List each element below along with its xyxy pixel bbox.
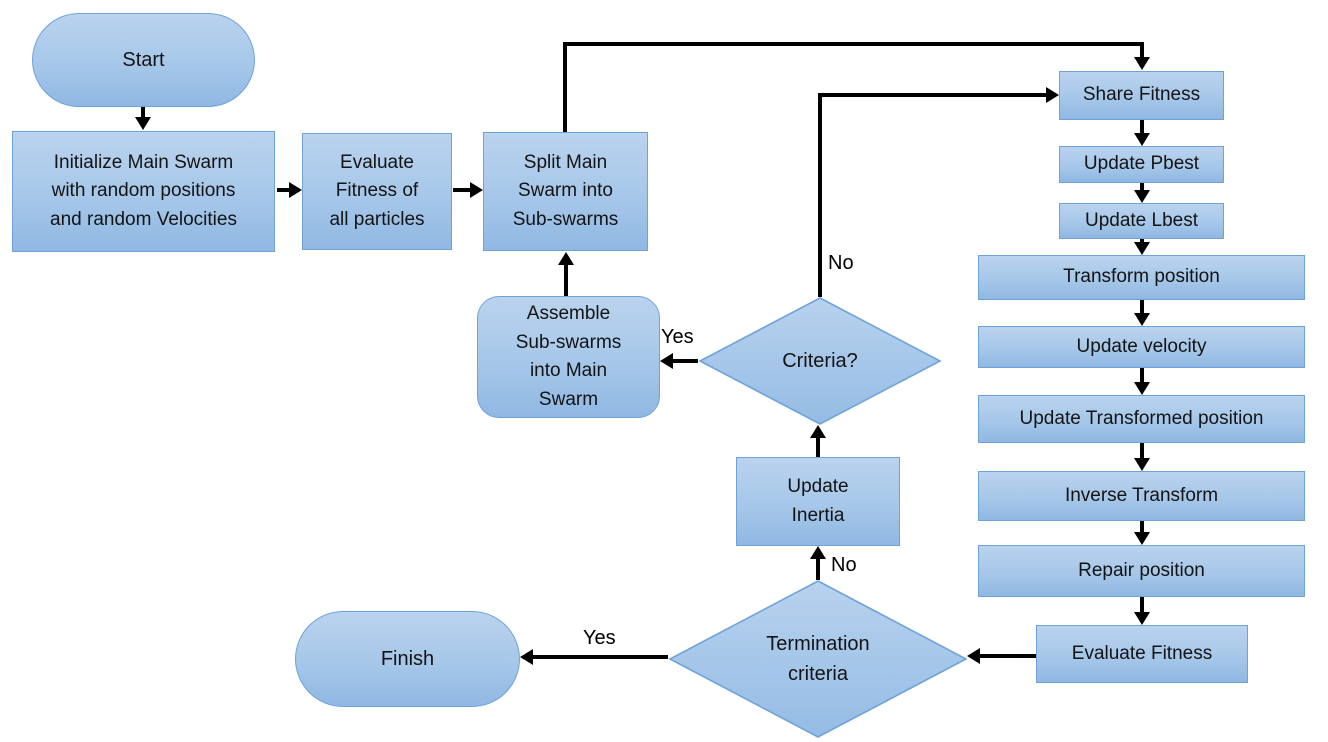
node-label: Initialize Main Swarm with random positi…: [50, 151, 237, 230]
arrowhead-icon: [1134, 242, 1150, 255]
connector-share-pbest: [1140, 120, 1144, 134]
arrowhead-icon: [470, 182, 483, 198]
connector-split-share-horiz: [563, 42, 1144, 46]
node-evaluate-fitness-all-particles: Evaluate Fitness of all particles: [302, 133, 452, 250]
arrowhead-icon: [1134, 57, 1150, 70]
arrowhead-icon: [1134, 532, 1150, 545]
connector-transform-velocity: [1140, 300, 1144, 313]
node-label: Evaluate Fitness: [1071, 642, 1213, 664]
node-update-pbest: Update Pbest: [1059, 146, 1224, 183]
node-update-transformed-position: Update Transformed position: [978, 395, 1305, 443]
connector-initialize-evaluate: [277, 188, 291, 192]
arrowhead-icon: [289, 182, 302, 198]
node-start: Start: [32, 13, 255, 107]
connector-repair-evalfit: [1140, 597, 1144, 612]
arrowhead-icon: [1134, 612, 1150, 625]
arrowhead-icon: [810, 546, 826, 559]
connector-criteria-no-horiz: [818, 93, 1046, 97]
node-update-inertia: Update Inertia: [736, 457, 900, 546]
node-label: Update Inertia: [787, 476, 849, 526]
connector-split-share-vert1: [563, 42, 567, 132]
node-label: Update Pbest: [1083, 153, 1200, 175]
diamond-shape: [668, 580, 968, 738]
edge-label-no: No: [828, 252, 854, 274]
arrowhead-icon: [558, 252, 574, 265]
node-label: Termination criteria: [766, 633, 870, 685]
node-criteria-decision: Criteria?: [698, 297, 942, 425]
node-label: Assemble Sub-swarms into Main Swarm: [515, 303, 622, 410]
connector-criteria-yes: [673, 359, 698, 363]
arrowhead-icon: [1134, 190, 1150, 203]
connector-evalfit-termination: [980, 654, 1036, 658]
node-update-lbest: Update Lbest: [1059, 203, 1224, 239]
node-inverse-transform: Inverse Transform: [978, 471, 1305, 521]
connector-pbest-lbest: [1140, 183, 1144, 191]
edge-label-no: No: [831, 554, 857, 576]
node-repair-position: Repair position: [978, 545, 1305, 597]
connector-inverse-repair: [1140, 521, 1144, 532]
connector-velocity-utp: [1140, 368, 1144, 382]
node-label: Update Lbest: [1084, 209, 1199, 231]
connector-split-share-vert2: [1140, 42, 1144, 58]
node-label: Evaluate Fitness of all particles: [329, 151, 425, 230]
node-label: Finish: [380, 648, 435, 670]
arrowhead-icon: [967, 648, 980, 664]
node-finish: Finish: [295, 611, 520, 707]
arrowhead-icon: [660, 353, 673, 369]
node-split-main-swarm: Split Main Swarm into Sub-swarms: [483, 132, 648, 251]
connector-start-initialize: [141, 107, 145, 119]
node-label: Inverse Transform: [1064, 484, 1219, 506]
arrowhead-icon: [1134, 313, 1150, 326]
node-label: Update Transformed position: [1019, 407, 1264, 429]
arrowhead-icon: [1134, 382, 1150, 395]
arrowhead-icon: [1046, 87, 1059, 103]
node-label: Start: [122, 49, 165, 71]
diamond-shape: [698, 297, 942, 425]
node-label: Criteria?: [782, 350, 858, 372]
node-update-velocity: Update velocity: [978, 326, 1305, 368]
connector-termination-yes: [533, 655, 668, 659]
node-initialize-main-swarm: Initialize Main Swarm with random positi…: [12, 131, 275, 252]
arrowhead-icon: [520, 649, 533, 665]
connector-assemble-split: [564, 265, 568, 296]
node-termination-decision: Termination criteria: [668, 580, 968, 738]
node-evaluate-fitness: Evaluate Fitness: [1036, 625, 1248, 683]
arrowhead-icon: [1134, 133, 1150, 146]
connector-criteria-no-vert: [818, 93, 822, 297]
connector-lbest-transform: [1140, 239, 1144, 244]
node-label: Share Fitness: [1082, 84, 1201, 106]
node-assemble-subswarms: Assemble Sub-swarms into Main Swarm: [477, 296, 660, 418]
arrowhead-icon: [810, 425, 826, 438]
node-label: Transform position: [1063, 266, 1220, 288]
edge-label-yes: Yes: [583, 627, 616, 649]
arrowhead-icon: [135, 117, 151, 130]
node-share-fitness: Share Fitness: [1059, 71, 1224, 120]
edge-label-yes: Yes: [661, 326, 694, 348]
connector-utp-inverse: [1140, 443, 1144, 458]
node-label: Repair position: [1078, 559, 1205, 581]
arrowhead-icon: [1134, 458, 1150, 471]
connector-evaluate-split: [453, 188, 471, 192]
node-transform-position: Transform position: [978, 255, 1305, 300]
connector-inertia-criteria: [816, 438, 820, 457]
node-label: Split Main Swarm into Sub-swarms: [512, 151, 619, 230]
node-label: Update velocity: [1076, 335, 1207, 357]
connector-termination-no: [816, 559, 820, 580]
